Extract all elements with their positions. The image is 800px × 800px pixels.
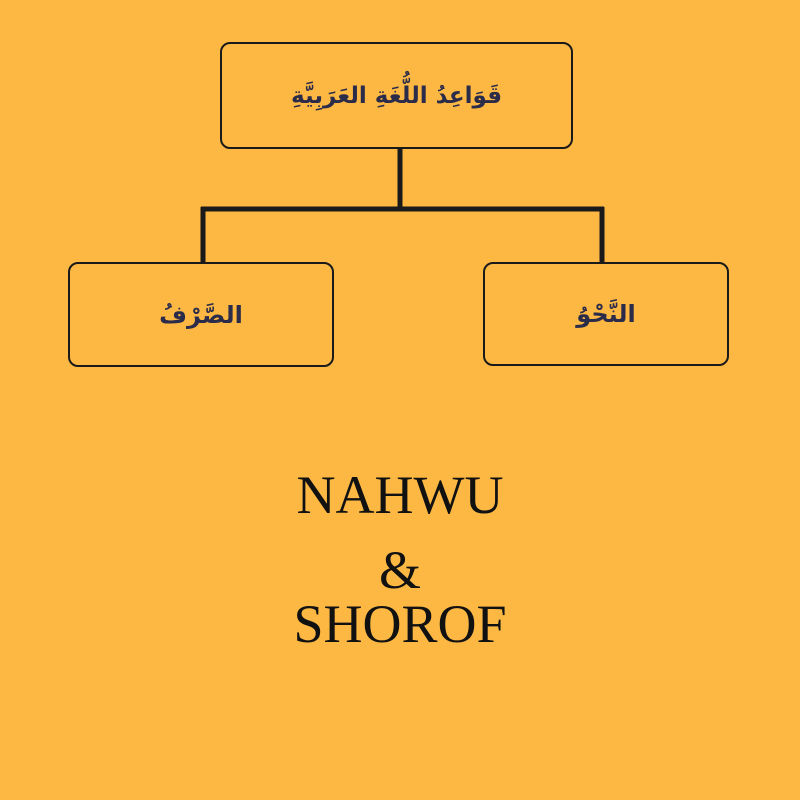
child-node-nahwu-label: النَّحْوُ xyxy=(576,300,636,328)
child-node-sharf-label: الصَّرْفُ xyxy=(159,300,243,329)
caption-ampersand: & xyxy=(378,540,421,600)
caption-nahwu: NAHWU xyxy=(296,465,504,525)
root-node-label: قَوَاعِدُ اللُّغَةِ العَرَبِيَّةِ xyxy=(291,82,502,109)
root-node-qawaid-lughah-arabiyyah: قَوَاعِدُ اللُّغَةِ العَرَبِيَّةِ xyxy=(220,42,573,149)
caption-shorof: SHOROF xyxy=(293,594,507,654)
child-node-nahwu: النَّحْوُ xyxy=(483,262,729,366)
child-node-sharf: الصَّرْفُ xyxy=(68,262,334,367)
